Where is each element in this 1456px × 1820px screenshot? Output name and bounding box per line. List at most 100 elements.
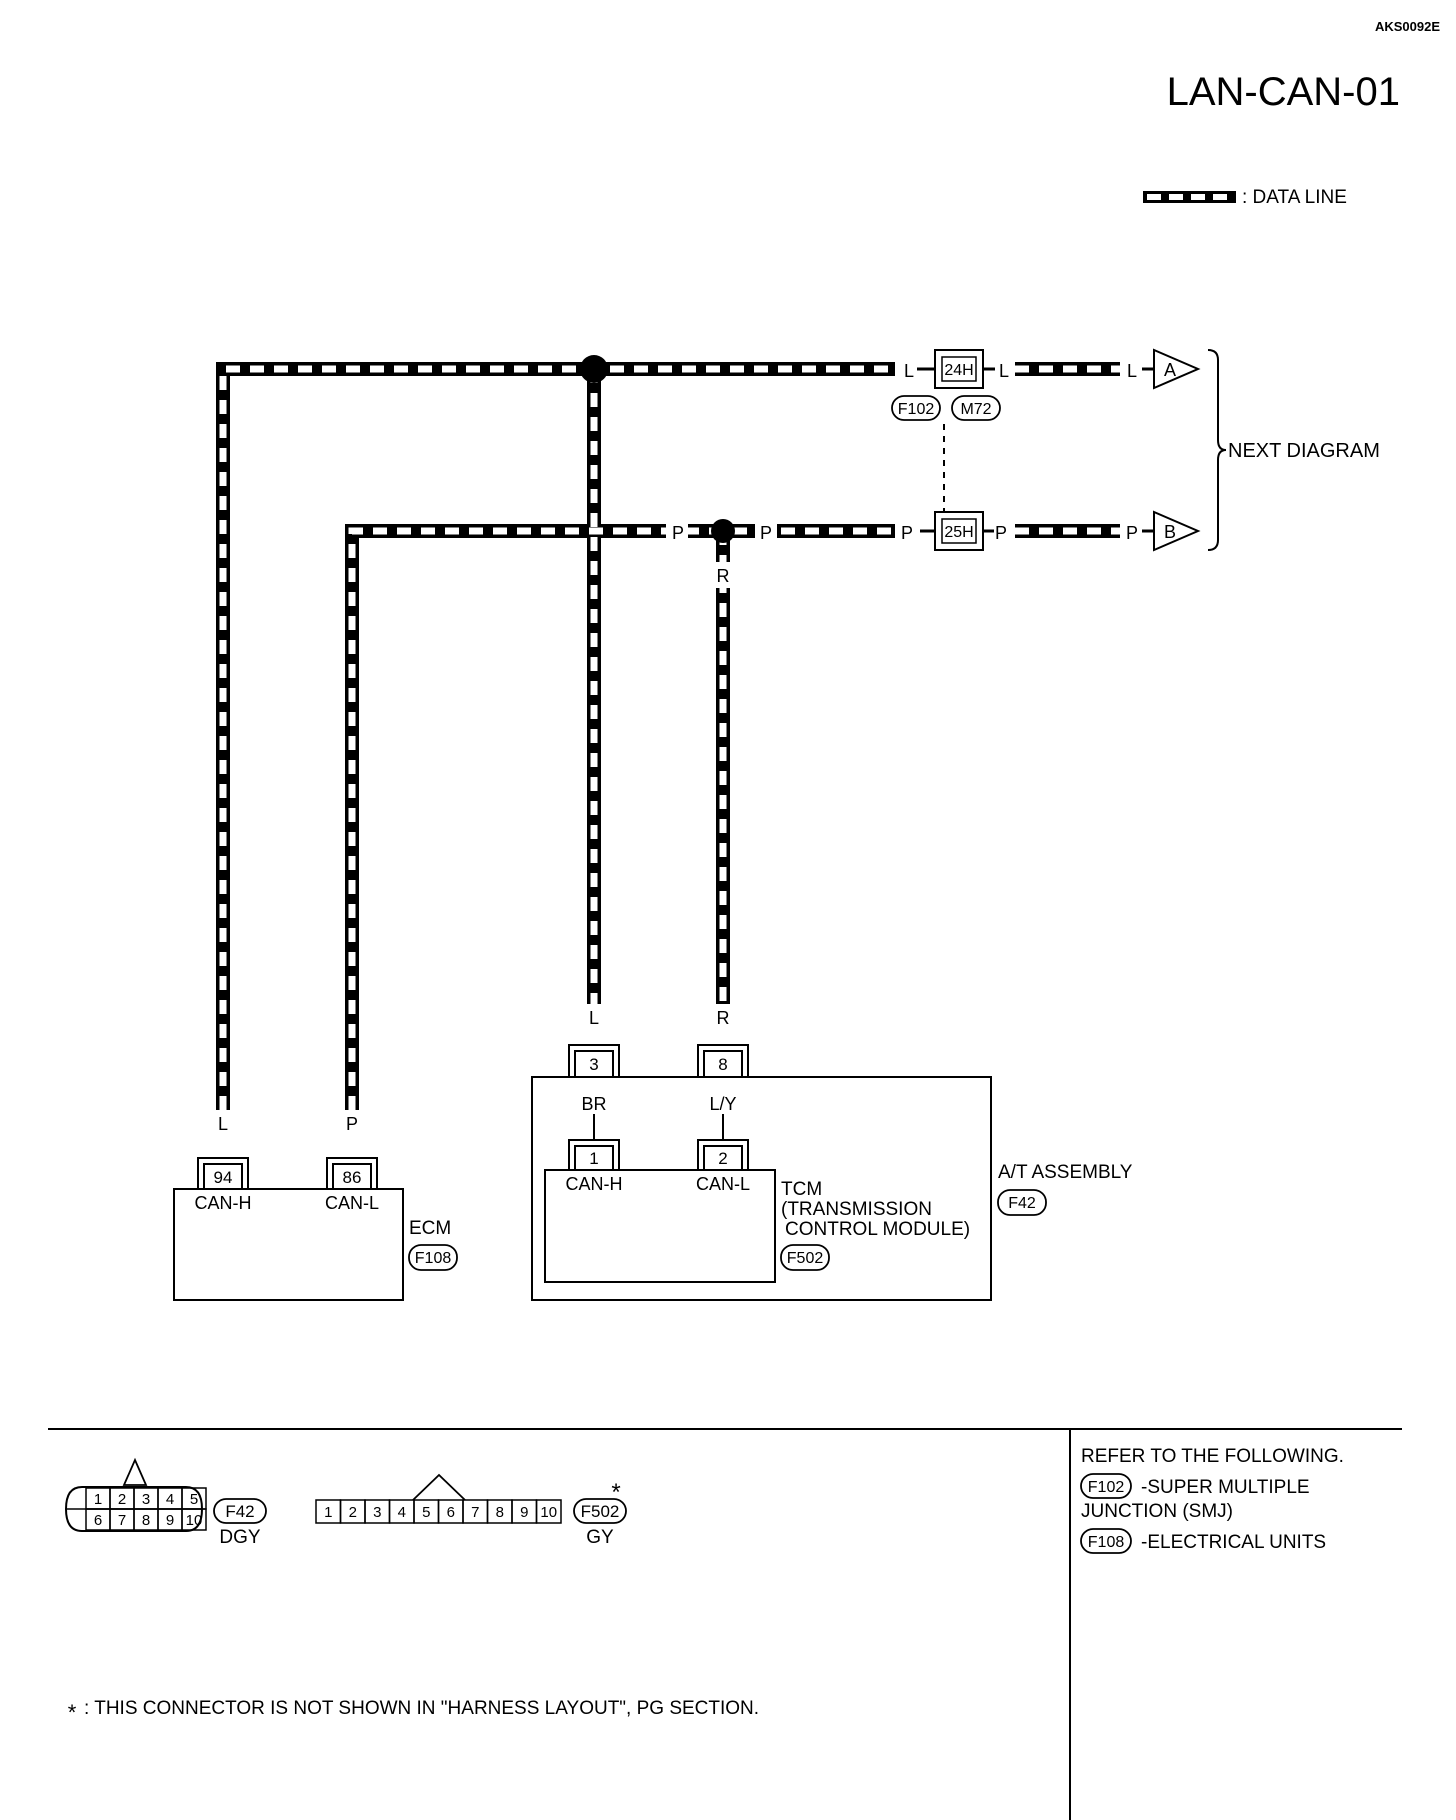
f42-pin-9: 9 [166,1512,174,1529]
next-diagram-label: NEXT DIAGRAM [1228,440,1380,462]
f502-pin-8: 8 [496,1504,504,1521]
tcm-connector-id: F502 [787,1250,824,1267]
ecm-pin-86: 86 [326,1157,378,1190]
data-lines [216,362,1120,1110]
connector-id-f102: F102 [898,401,935,418]
tcm-pin-2-label: CAN-L [696,1174,750,1194]
flag-a-label: A [1164,360,1176,380]
wire-color-p: P [901,523,913,543]
wire-color-r: R [717,566,730,586]
f502-pin-6: 6 [447,1504,455,1521]
wire-color-l: L [999,361,1009,381]
can-h-wire-ecm [216,362,895,1110]
wire-color-p: P [1126,523,1138,543]
f42-pin-7: 7 [118,1512,126,1529]
wire-color-l: L [589,1008,599,1028]
wire-color-p: P [995,523,1007,543]
f502-pin-4: 4 [398,1504,406,1521]
joint-connector-ids: F102 M72 [891,395,1001,421]
ecm-pin-94: 94 [197,1157,249,1190]
tcm-pin-2: 2 [697,1139,749,1171]
wire-color-p: P [672,523,684,543]
wire-color-l: L [218,1114,228,1134]
wire-color-ly: L/Y [709,1094,736,1114]
f502-pin-3: 3 [373,1504,381,1521]
f502-pin-9: 9 [520,1504,528,1521]
f42-pin-4: 4 [166,1491,174,1508]
at-pin-3: 3 [568,1044,620,1078]
f42-pin-1: 1 [94,1491,102,1508]
joint-pin-24h: 24H [944,362,973,379]
data-line-dash [219,365,895,1110]
f502-pin-7: 7 [471,1504,479,1521]
f42-pin-5: 5 [190,1491,198,1508]
f502-pin-5: 5 [422,1504,430,1521]
at-pin-3-num: 3 [589,1055,598,1074]
at-assembly-connector-id: F42 [1008,1195,1036,1212]
ecm-pin-86-label: CAN-L [325,1193,379,1213]
tcm-name-line-3: CONTROL MODULE) [785,1219,970,1240]
refer-f102-text-1: -SUPER MULTIPLE [1141,1477,1310,1498]
wire-color-p: P [346,1114,358,1134]
flag-a: A [1142,348,1201,390]
tcm-pin-1: 1 [568,1139,620,1171]
at-assembly-name: A/T ASSEMBLY [998,1162,1133,1183]
refer-f108-text-1: -ELECTRICAL UNITS [1141,1532,1326,1553]
wire-labels: L L L P P P P P R L R L P BR L/Y [212,355,1142,1136]
wire-color-l: L [904,361,914,381]
at-pin-8-num: 8 [718,1055,727,1074]
refer-f102-id: F102 [1088,1479,1125,1496]
joint-connector-lower: 25H [920,511,994,551]
ecm-pin-86-num: 86 [343,1168,362,1187]
ecm-pin-94-label: CAN-H [195,1193,252,1213]
refer-f102-text-2: JUNCTION (SMJ) [1081,1501,1233,1522]
next-diagram-brace [1207,349,1227,551]
f42-connector-id: F42 [225,1502,254,1521]
f42-pin-10: 10 [186,1512,203,1529]
f502-pin-2: 2 [349,1504,357,1521]
flag-b: B [1142,510,1201,552]
connector-id-m72: M72 [960,401,991,418]
f502-asterisk: * [611,1479,620,1506]
tcm-pin-2-num: 2 [718,1149,727,1168]
f42-pin-6: 6 [94,1512,102,1529]
ecm-pin-94-num: 94 [214,1168,233,1187]
tcm-pin-1-label: CAN-H [566,1174,623,1194]
at-pin-8: 8 [697,1044,749,1078]
f42-pin-10-cell [181,1508,207,1531]
wire-color-r: R [717,1008,730,1028]
f42-pin-2: 2 [118,1491,126,1508]
f42-connector-color: DGY [219,1527,261,1548]
splice-can-l [711,519,735,543]
legend-label: : DATA LINE [1242,187,1347,208]
page-title: LAN-CAN-01 [1167,70,1400,114]
flag-b-label: B [1164,522,1176,542]
joint-connector-upper: 24H [917,349,995,389]
refer-heading: REFER TO THE FOLLOWING. [1081,1446,1344,1467]
tcm-unit: 1 2 CAN-H CAN-L [544,1139,776,1283]
tcm-name-line-1: TCM [781,1179,822,1200]
refer-f108-id: F108 [1088,1534,1125,1551]
joint-pin-25h: 25H [944,524,973,541]
ecm-connector-id: F108 [415,1250,452,1267]
f42-pin-8: 8 [142,1512,150,1529]
f502-pin-10: 10 [540,1504,557,1521]
ecm-name: ECM [409,1218,451,1239]
doc-code: AKS0092E [1375,19,1440,34]
can-l-wire-ecm [345,524,895,1110]
wire-color-l: L [1127,361,1137,381]
f502-pin-1: 1 [324,1504,332,1521]
footnote-text: : THIS CONNECTOR IS NOT SHOWN IN "HARNES… [84,1698,759,1719]
f502-connector-id: F502 [581,1502,620,1521]
splice-can-h [580,355,608,383]
legend: : DATA LINE [1143,187,1347,208]
f42-pin-3: 3 [142,1491,150,1508]
tcm-name-line-2: (TRANSMISSION [781,1199,932,1220]
data-line-dash [348,527,895,1110]
ecm-unit: 94 86 CAN-H CAN-L [173,1157,404,1301]
